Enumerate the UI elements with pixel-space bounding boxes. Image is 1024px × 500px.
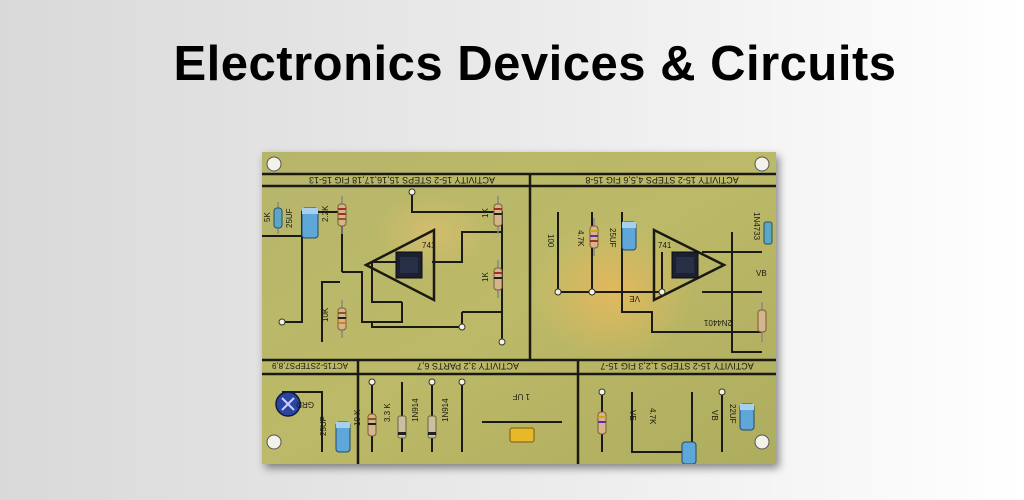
component-label: 10K <box>321 307 330 322</box>
component-label: 10 K <box>353 409 362 426</box>
component-label: 3.3 K <box>383 403 392 422</box>
board-label-activity: ACTIVITY 15-2 STEPS 1,2,3 FIG 15-7 <box>600 361 753 371</box>
mounting-hole <box>266 434 282 450</box>
component-label: 25UF <box>608 228 617 248</box>
component-label: 25UF <box>285 208 294 228</box>
ic-chip-face <box>400 257 418 273</box>
resistor <box>757 302 767 342</box>
resistor <box>367 413 377 437</box>
capacitor-electrolytic <box>681 441 697 464</box>
solder-pads <box>278 188 726 396</box>
capacitor-ceramic <box>509 427 535 443</box>
component-label: 4.7K <box>576 230 585 247</box>
component-label: 5K <box>263 212 272 222</box>
component-label: VB <box>710 410 719 421</box>
capacitor-electrolytic <box>335 421 351 453</box>
circuit-board-image: ACTIVITY 15-2 STEPS 15,16,17,18 FIG 15-1… <box>262 152 776 464</box>
ic-chip-face <box>676 257 694 273</box>
ic-label: 741 <box>658 241 672 250</box>
board-label-activity: ACT15-2STEPS7,8,9 <box>271 361 348 370</box>
resistor <box>589 218 599 256</box>
component-label: VE <box>629 294 640 303</box>
component-label: 22UF <box>728 404 737 424</box>
potentiometer <box>275 391 301 417</box>
resistor <box>337 300 347 338</box>
component-label: 1N4733 <box>752 212 761 241</box>
section-dividers <box>262 172 776 464</box>
board-label-activity: ACTIVITY 15-2 STEPS 15,16,17,18 FIG 15-1… <box>309 175 495 185</box>
circuit-board-graphic: ACTIVITY 15-2 STEPS 15,16,17,18 FIG 15-1… <box>262 152 776 464</box>
capacitor-electrolytic <box>739 403 755 431</box>
opamp-symbol <box>652 227 727 303</box>
component-label: 2.2K <box>321 205 330 222</box>
component-label: VB <box>756 269 767 278</box>
diode <box>427 415 437 439</box>
resistor <box>493 196 503 234</box>
mounting-hole <box>754 434 770 450</box>
component-label: 4.7K <box>648 408 657 425</box>
component-label: 100 <box>546 234 555 248</box>
component-label: VE <box>628 410 637 421</box>
ic-label: 741 <box>422 241 436 250</box>
capacitor-electrolytic <box>621 221 637 251</box>
component-label: 25UF <box>319 416 328 436</box>
resistor <box>597 411 607 435</box>
capacitor-electrolytic <box>301 207 319 239</box>
opamp-symbol <box>363 227 436 303</box>
mounting-hole <box>754 156 770 172</box>
board-label-activity: ACTIVITY 15-2 STEPS 4,5,6 FIG 15-8 <box>585 175 738 185</box>
mounting-hole <box>266 156 282 172</box>
component-label: GRD <box>296 400 314 409</box>
component-label: 1N914 <box>441 398 450 422</box>
resistor <box>337 196 347 234</box>
resistor <box>493 260 503 298</box>
component-label: 2N4401 <box>703 318 732 327</box>
board-label-activity: ACTIVITY 3,2 PARTS 6,7 <box>417 361 519 371</box>
component-label: 1K <box>481 272 490 282</box>
page-title: Electronics Devices & Circuits <box>173 37 897 91</box>
component-label: 1N914 <box>411 398 420 422</box>
resistor <box>273 202 283 234</box>
board-substrate <box>262 152 776 464</box>
diode <box>763 221 773 245</box>
component-label: 1K <box>481 208 490 218</box>
diode <box>397 415 407 439</box>
component-label: 1 UF <box>513 392 530 401</box>
